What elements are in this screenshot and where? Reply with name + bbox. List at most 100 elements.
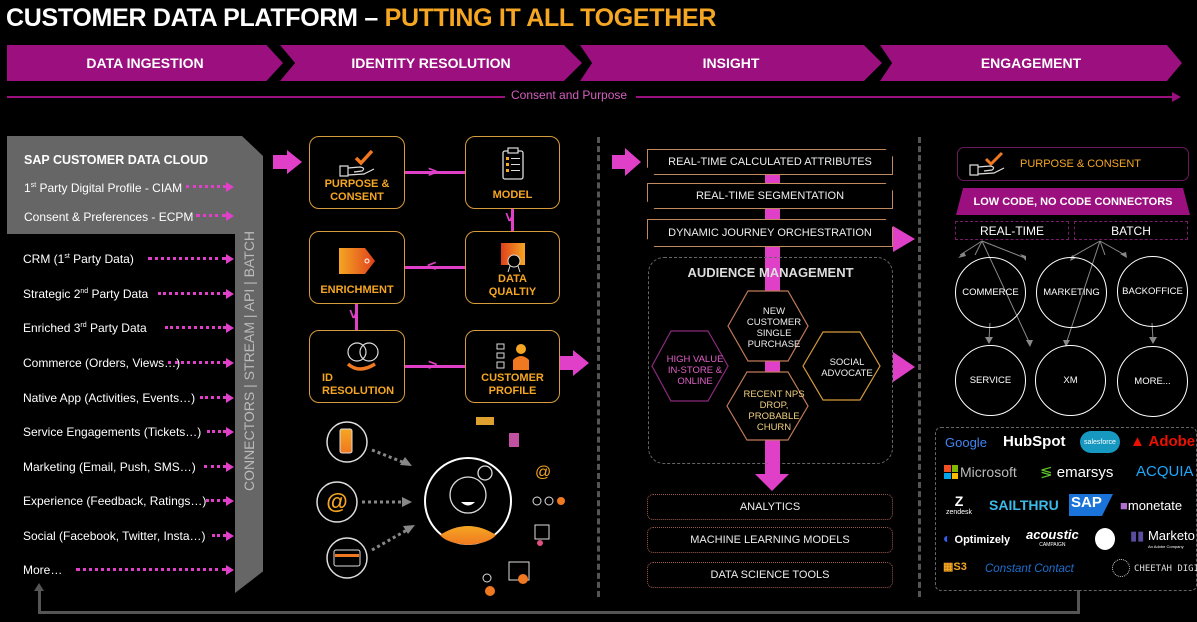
svg-text:@: @: [326, 489, 347, 514]
channel-xm[interactable]: XM: [1035, 345, 1106, 416]
flow-line: [511, 209, 514, 231]
channel-commerce[interactable]: COMMERCE: [955, 257, 1026, 328]
audience-out-arrow-icon: [893, 352, 915, 382]
customer-360-illustration: @ @: [316, 417, 565, 596]
dotted-connector: [204, 465, 226, 468]
dotted-connector: [196, 214, 226, 217]
audience-title: AUDIENCE MANAGEMENT: [687, 265, 854, 280]
data-science-tools[interactable]: DATA SCIENCE TOOLS: [647, 562, 893, 588]
box-model[interactable]: MODEL: [465, 136, 560, 209]
segment-new-customer[interactable]: NEW CUSTOMER SINGLE PURCHASE: [746, 305, 802, 350]
separator-insight-left: [597, 137, 600, 597]
hex-social-advocate: [802, 331, 881, 401]
journey-orchestration[interactable]: DYNAMIC JOURNEY ORCHESTRATION: [647, 219, 893, 247]
clipboard-checklist-icon: [501, 147, 524, 180]
journey-out-arrow-icon: [893, 226, 915, 252]
chevron-left-icon: <: [427, 258, 437, 275]
segment-nps-drop[interactable]: RECENT NPS DROP, PROBABLE CHURN: [743, 388, 805, 433]
logo-monetate: ■monetate: [1120, 498, 1183, 513]
arrow-right-icon: [226, 358, 234, 368]
flow-line: [405, 171, 465, 174]
analytics[interactable]: ANALYTICS: [647, 494, 893, 520]
person-profile-icon: [496, 343, 529, 370]
tag-icon: [339, 248, 375, 274]
arrow-right-icon: [226, 323, 234, 333]
logo-cheetah-digital: CHEETAH DIGITAL: [1134, 564, 1197, 574]
arrow-right-icon: [226, 182, 234, 192]
dotted-connector: [212, 534, 226, 537]
arrow-right-icon: [226, 211, 234, 221]
source-item: Marketing (Email, Push, SMS…): [23, 460, 196, 474]
svg-text:@: @: [535, 464, 551, 481]
dotted-connector: [165, 326, 226, 329]
logo-constant-contact: Constant Contact: [985, 563, 1074, 575]
channel-more[interactable]: MORE...: [1117, 346, 1188, 417]
channel-service[interactable]: SERVICE: [955, 345, 1026, 416]
monetate-icon: ■: [1120, 498, 1128, 513]
dotted-arrows: [362, 448, 408, 552]
certificate-icon: [500, 243, 525, 273]
ingest-arrow-body: [273, 155, 289, 169]
arrow-right-icon: [226, 531, 234, 541]
flow-line: [405, 266, 465, 269]
logo-adobe: ▲ Adobe: [1130, 433, 1196, 450]
dotted-connector: [158, 292, 226, 295]
consent-arrowhead-icon: [1172, 92, 1181, 102]
s3-icon: ▦: [943, 561, 954, 573]
email-at-icon: @: [316, 481, 358, 523]
audience-hexagons: [651, 290, 881, 441]
source-item: Strategic 2nd Party Data: [23, 287, 149, 301]
adobe-icon: ▲: [1130, 433, 1145, 450]
arrow-right-icon: [226, 254, 234, 264]
arrow-right-icon: [226, 462, 234, 472]
stage-insight: INSIGHT: [580, 45, 882, 81]
insight-arrow-body: [612, 155, 626, 169]
microsoft-icon: [944, 465, 958, 479]
arrow-right-icon: [226, 565, 234, 575]
logo-emarsys: ≶ emarsys: [1040, 464, 1114, 481]
box-enrichment[interactable]: ENRICHMENT: [309, 231, 405, 304]
profile-out-arrow-icon: [573, 350, 589, 376]
hex-high-value: [651, 330, 729, 402]
mode-batch[interactable]: BATCH: [1074, 221, 1188, 240]
zendesk-icon: Z: [954, 493, 964, 509]
connectors-banner: LOW CODE, NO CODE CONNECTORS: [956, 188, 1190, 215]
dotted-connector: [206, 499, 226, 502]
mode-realtime[interactable]: REAL-TIME: [955, 221, 1069, 240]
sap-item-ecpm: Consent & Preferences - ECPM: [24, 210, 194, 224]
logo-optimizely: ◐ Optimizely: [943, 530, 1011, 546]
title-accent: PUTTING IT ALL TOGETHER: [384, 4, 717, 32]
logo-salesforce: salesforce: [1080, 431, 1120, 453]
source-item: Service Engagements (Tickets…): [23, 425, 202, 439]
machine-learning-models[interactable]: MACHINE LEARNING MODELS: [647, 527, 893, 553]
dotted-connector: [148, 257, 226, 260]
consent-line-right: [636, 96, 1174, 98]
rt-calculated-attributes[interactable]: REAL-TIME CALCULATED ATTRIBUTES: [647, 149, 893, 175]
emarsys-icon: ≶: [1040, 464, 1053, 481]
channel-marketing[interactable]: MARKETING: [1036, 257, 1107, 328]
customer-avatar-icon: [424, 457, 512, 545]
separator-insight-right: [918, 137, 921, 597]
rt-segmentation[interactable]: REAL-TIME SEGMENTATION: [647, 183, 893, 209]
box-purpose-consent[interactable]: PURPOSE &CONSENT: [309, 136, 405, 209]
segment-social-advocate[interactable]: SOCIAL ADVOCATE: [821, 356, 873, 379]
chevron-right-icon: >: [428, 357, 438, 374]
channel-backoffice[interactable]: BACKOFFICE: [1117, 256, 1188, 327]
stage-data-ingestion: DATA INGESTION: [7, 45, 283, 81]
dotted-connector: [168, 361, 226, 364]
segment-high-value[interactable]: HIGH VALUE IN-STORE & ONLINE: [666, 353, 724, 387]
purpose-consent-box[interactable]: PURPOSE & CONSENT: [957, 147, 1189, 181]
scattered-touchpoint-icons: @: [476, 417, 565, 596]
source-item: More…: [23, 563, 63, 577]
loop-line-left: [38, 590, 41, 612]
sap-item-ciam: 1st Party Digital Profile - CIAM: [24, 181, 183, 195]
logo-microsoft: Microsoft: [960, 464, 1017, 480]
page-title: CUSTOMER DATA PLATFORM – PUTTING IT ALL …: [6, 4, 716, 33]
hand-check-icon: [339, 149, 375, 177]
logo-sailthru: SAILTHRU: [989, 497, 1059, 513]
